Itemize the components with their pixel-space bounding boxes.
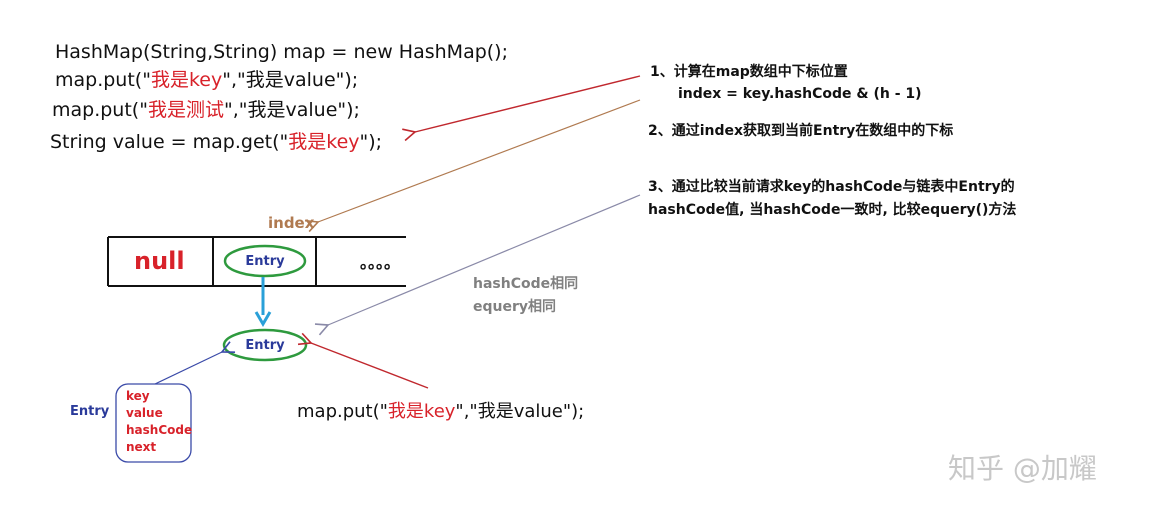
bottom-put-code: map.put("我是key","我是value");	[297, 401, 584, 422]
chain-link-arrowhead	[254, 311, 272, 327]
array-entry-ellipse	[223, 244, 307, 278]
array-cell-null: null	[134, 247, 185, 275]
chain-entry-label: Entry	[245, 338, 285, 353]
index-label: index	[268, 214, 315, 232]
arrow-put-to-entry	[311, 343, 429, 389]
arrow-step1-to-get	[415, 75, 641, 132]
arrow-struct-to-entry	[154, 352, 222, 385]
step2-text: 2、通过index获取到当前Entry在数组中的下标	[648, 122, 953, 139]
arrow-step3-to-chain	[328, 194, 641, 325]
array-cell-dots: 。。。。	[360, 253, 400, 272]
entry-field-next: next	[126, 440, 156, 454]
code-line-2: map.put("我是key","我是value");	[55, 69, 358, 91]
watermark: 知乎 @加耀	[948, 452, 1097, 485]
entry-struct-box	[115, 383, 192, 463]
step3-line1: 3、通过比较当前请求key的hashCode与链表中Entry的	[648, 178, 1015, 195]
entry-field-value: value	[126, 406, 163, 420]
code-line-1: HashMap(String,String) map = new HashMap…	[55, 41, 508, 63]
entry-struct-label: Entry	[70, 404, 110, 419]
hashcode-match-text: hashCode相同	[473, 275, 578, 292]
entry-field-hashcode: hashCode	[126, 423, 192, 437]
array-cell-entry: Entry	[245, 254, 285, 269]
step1-formula: index = key.hashCode & (h - 1)	[678, 86, 922, 102]
arrow-step2-to-index	[318, 99, 641, 222]
hash-array	[107, 236, 406, 287]
code-line-4: String value = map.get("我是key");	[50, 131, 382, 153]
step1-title: 1、计算在map数组中下标位置	[650, 63, 848, 80]
step3-line2: hashCode值, 当hashCode一致时, 比较equery()方法	[648, 201, 1016, 218]
code-line-3: map.put("我是测试","我是value");	[52, 99, 360, 121]
equery-match-text: equery相同	[473, 298, 556, 315]
entry-field-key: key	[126, 389, 150, 403]
